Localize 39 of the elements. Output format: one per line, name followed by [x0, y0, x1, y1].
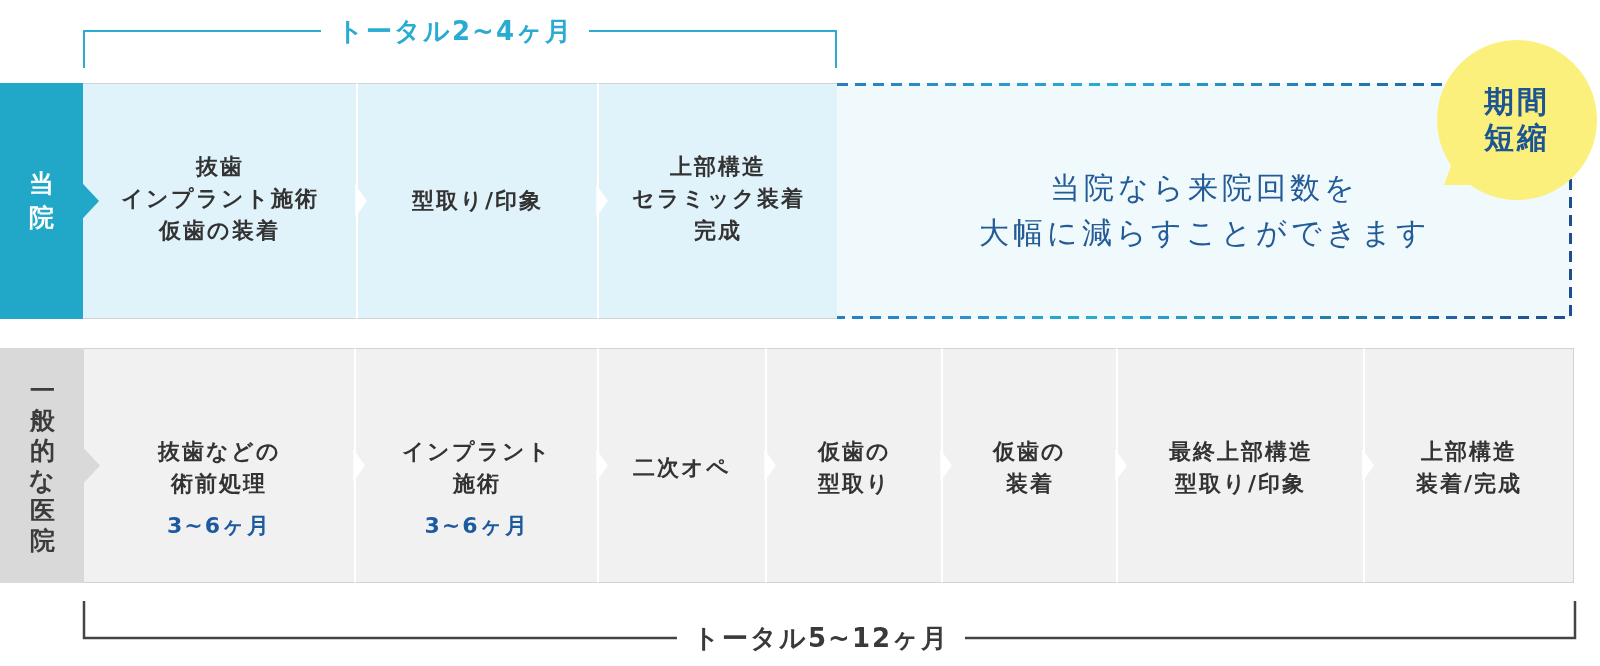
step-box: [1116, 348, 1363, 583]
chevron-arrow: [355, 184, 367, 218]
step-text: 抜歯: [195, 153, 244, 181]
step-text: 上部構造: [670, 153, 766, 181]
bracket-label: トータル5~12ヶ月: [693, 623, 950, 653]
step-text: インプラント施術: [120, 185, 319, 213]
bubble-text: 期間短縮: [1483, 84, 1551, 156]
step-box: [597, 83, 837, 319]
step-box: [354, 348, 597, 583]
message-text: 当院なら来院回数を大幅に減らすことができます: [978, 170, 1431, 251]
duration-text: 3~6ヶ月: [424, 511, 529, 540]
step-text: 完成: [694, 217, 742, 245]
row-header: [0, 348, 84, 583]
row-title: 一般的な医院: [28, 375, 56, 556]
step-box: [83, 83, 356, 319]
step-text: 抜歯などの術前処理: [156, 437, 282, 498]
triangle-arrow: [83, 447, 101, 484]
step-box: [941, 348, 1116, 583]
step-text: 上部構造装着/完成: [1414, 437, 1523, 498]
step-box: [597, 348, 765, 583]
step-text: セラミック装着: [631, 185, 805, 213]
bracket-label: トータル2~4ヶ月: [337, 16, 573, 46]
row-title: 当院: [28, 168, 55, 234]
step-text: 二次オペ: [633, 453, 731, 482]
step-box: [356, 83, 597, 319]
step-text: 最終上部構造型取り/印象: [1167, 437, 1314, 498]
duration-text: 3~6ヶ月: [166, 511, 272, 540]
step-text: 仮歯の型取り: [816, 437, 892, 498]
step-text: インプラント施術: [400, 437, 553, 498]
row-header: [0, 83, 83, 319]
triangle-arrow: [82, 183, 100, 219]
highlight-box: [837, 83, 1572, 319]
step-text: 仮歯の装着: [991, 437, 1067, 498]
step-box: [84, 348, 354, 583]
step-text: 仮歯の装着: [159, 217, 280, 245]
step-box: [765, 348, 941, 583]
chevron-arrow: [596, 184, 608, 218]
step-text: 型取り/印象: [411, 187, 543, 215]
step-box: [1363, 348, 1574, 583]
